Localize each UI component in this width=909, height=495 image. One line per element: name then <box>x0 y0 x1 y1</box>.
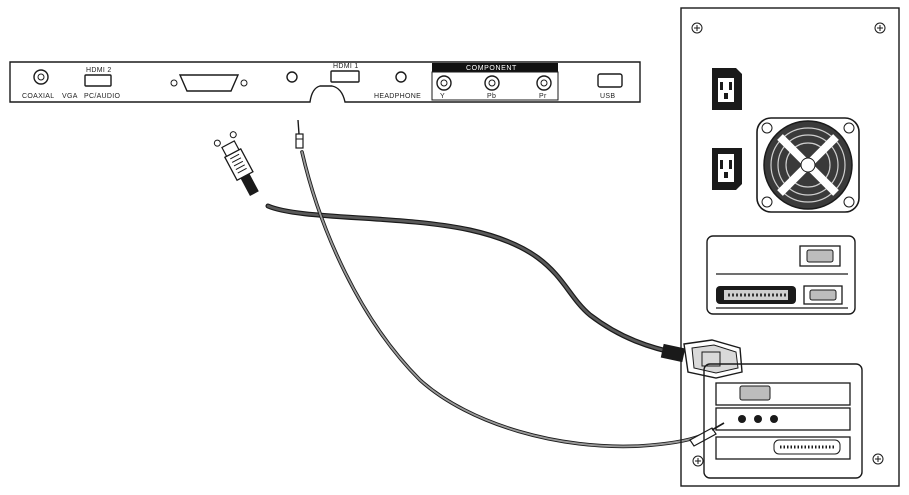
pc-audio-label: PC/AUDIO <box>84 93 120 100</box>
case-screw-bottom-right <box>872 453 884 465</box>
graphics-card-slot <box>715 382 851 406</box>
hdmi2-label: HDMI 2 <box>86 67 112 74</box>
vga-label: VGA <box>62 93 78 100</box>
vga-screw-right <box>240 79 248 87</box>
audio-plug-tv-end <box>295 119 304 149</box>
headphone-label: HEADPHONE <box>374 93 421 100</box>
coaxial-port <box>33 69 49 85</box>
coaxial-label: COAXIAL <box>22 93 54 100</box>
headphone-jack <box>395 71 407 83</box>
pc-case-outline <box>680 7 900 487</box>
serial-port-bottom <box>803 285 843 305</box>
vga-screw-left <box>170 79 178 87</box>
case-screw-top-right <box>874 22 886 34</box>
component-label: COMPONENT <box>466 65 517 72</box>
usb-label: USB <box>600 93 615 100</box>
cooling-fan-icon <box>756 117 860 213</box>
serial-port-top <box>799 245 841 267</box>
case-screw-bottom-left <box>692 455 704 467</box>
expansion-card-area <box>703 363 863 479</box>
component-y-port <box>436 75 452 91</box>
vga-cable <box>265 203 683 357</box>
component-header-bar <box>432 63 558 72</box>
pc-tower <box>680 7 900 487</box>
io-panel <box>706 235 856 315</box>
vga-port <box>178 74 240 92</box>
audio-plug-pc-end <box>689 422 725 447</box>
vga-plug-pc-end <box>660 339 743 379</box>
case-screw-top-left <box>691 22 703 34</box>
power-socket-out <box>712 148 742 190</box>
vga-plug-tv-end <box>213 131 259 197</box>
panel-outline <box>9 61 641 103</box>
power-socket-in <box>712 68 742 110</box>
tv-rear-panel: COAXIAL VGA HDMI 2 PC/AUDIO HDMI 1 HEADP… <box>9 61 641 103</box>
component-pr-port <box>536 75 552 91</box>
hdmi2-port <box>84 74 112 87</box>
audio-cable <box>300 150 702 449</box>
component-y-label: Y <box>440 93 445 100</box>
hdmi1-label: HDMI 1 <box>333 63 359 70</box>
component-pb-label: Pb <box>487 93 496 100</box>
component-pr-label: Pr <box>539 93 547 100</box>
pc-audio-jack <box>286 71 298 83</box>
db25-card-slot <box>715 436 851 460</box>
component-group <box>431 71 559 101</box>
component-pb-port <box>484 75 500 91</box>
parallel-port <box>716 286 796 304</box>
sound-card-slot <box>715 407 851 431</box>
usb-port <box>597 73 623 88</box>
hdmi1-port <box>330 70 360 83</box>
